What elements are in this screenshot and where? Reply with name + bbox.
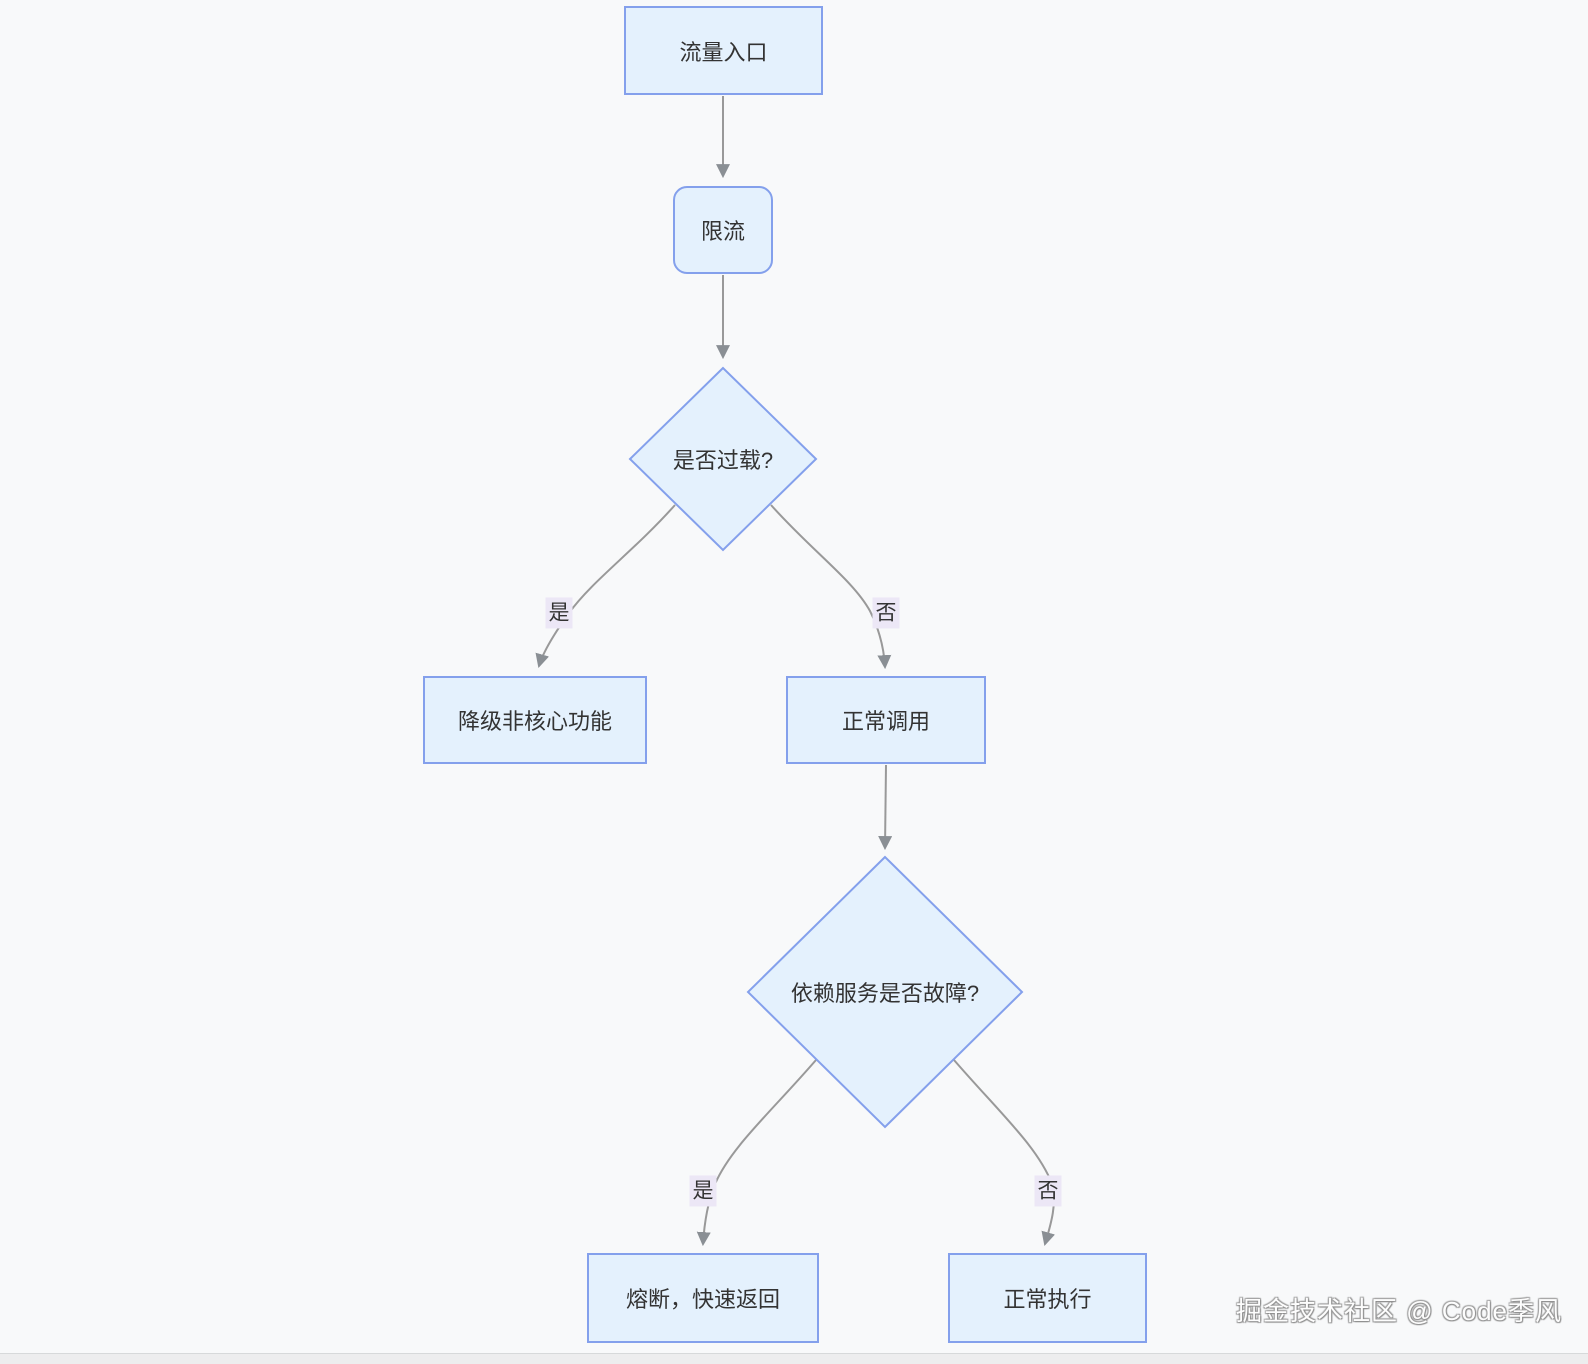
node-degrade-label: 降级非核心功能 bbox=[457, 709, 612, 734]
edge-dependency-no bbox=[953, 1059, 1056, 1247]
node-traffic-entry: 流量入口 bbox=[624, 6, 823, 95]
node-overload-decision-label: 是否过载? bbox=[672, 448, 774, 473]
node-circuit-break: 熔断，快速返回 bbox=[587, 1253, 819, 1343]
edge-dependency-yes bbox=[696, 1059, 817, 1247]
edge-label-overload-yes: 是 bbox=[545, 597, 573, 629]
node-normal-call: 正常调用 bbox=[786, 676, 986, 764]
edge-normalcall-to-dependency bbox=[878, 764, 893, 851]
node-circuit-break-label: 熔断，快速返回 bbox=[625, 1287, 780, 1312]
node-traffic-entry-label: 流量入口 bbox=[679, 39, 768, 65]
node-dependency-decision-label: 依赖服务是否故障? bbox=[790, 981, 980, 1006]
watermark: 掘金技术社区 @ Code季风 bbox=[1236, 1296, 1562, 1326]
edge-overload-no bbox=[770, 504, 892, 670]
decision-dependency-shape bbox=[746, 855, 1024, 1129]
edge-label-overload-no: 否 bbox=[872, 597, 900, 629]
node-rate-limit-label: 限流 bbox=[700, 219, 745, 244]
edge-label-dependency-yes: 是 bbox=[689, 1175, 717, 1207]
page-bottom-strip bbox=[0, 1353, 1588, 1364]
node-normal-exec: 正常执行 bbox=[948, 1253, 1147, 1343]
edge-overload-yes bbox=[535, 504, 676, 669]
node-normal-exec-label: 正常执行 bbox=[1003, 1287, 1092, 1312]
node-normal-call-label: 正常调用 bbox=[841, 709, 930, 734]
node-rate-limit: 限流 bbox=[673, 186, 773, 274]
decision-overload-shape bbox=[628, 366, 818, 552]
node-degrade: 降级非核心功能 bbox=[423, 676, 647, 764]
edge-label-dependency-no: 否 bbox=[1034, 1175, 1062, 1207]
